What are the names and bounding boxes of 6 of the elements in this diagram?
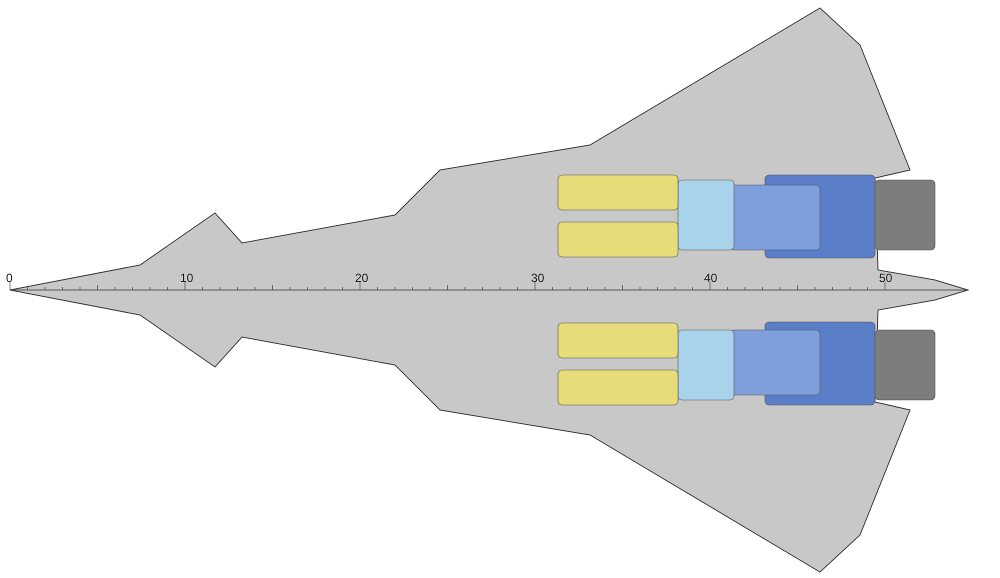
scale-number: 30 [531,272,544,284]
scale-number: 40 [704,272,718,284]
scale-number: 50 [879,272,892,284]
scale-number: 0 [6,272,13,284]
scale-number: 20 [355,272,368,284]
scale-number: 10 [180,272,194,284]
